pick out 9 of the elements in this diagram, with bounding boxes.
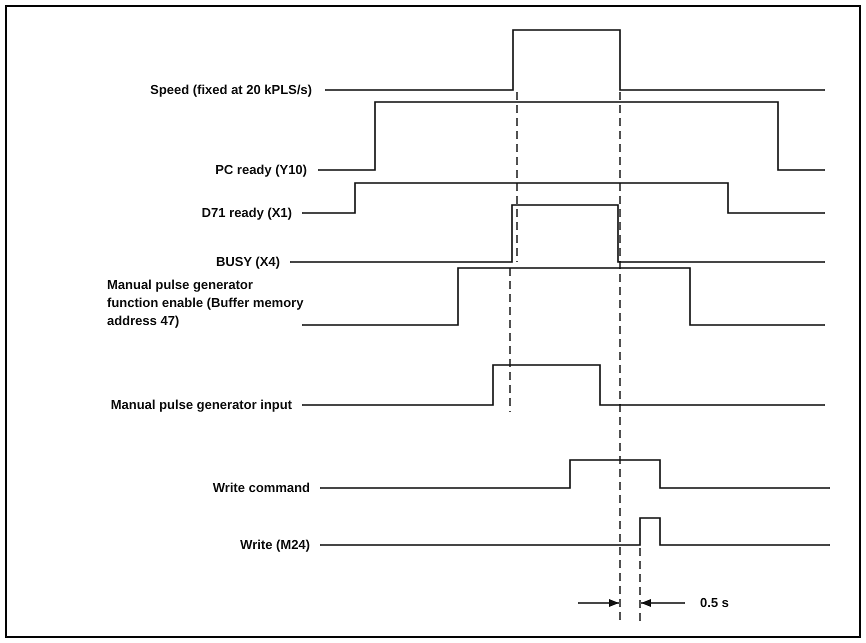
signal-name: Write command (212, 479, 310, 497)
signal-name: BUSY (X4) (216, 253, 280, 271)
dimension-value: 0.5 s (700, 594, 729, 612)
signal-name: Write (M24) (240, 536, 310, 554)
signal-name: PC ready (Y10) (215, 161, 307, 179)
signal-name: Manual pulse generator function enable (Buffer memory address 47) (107, 276, 304, 330)
signal-name: Speed (fixed at 20 kPLS/s) (150, 81, 312, 99)
signal-name: D71 ready (X1) (202, 204, 292, 222)
signal-name: Manual pulse generator input (110, 396, 292, 414)
